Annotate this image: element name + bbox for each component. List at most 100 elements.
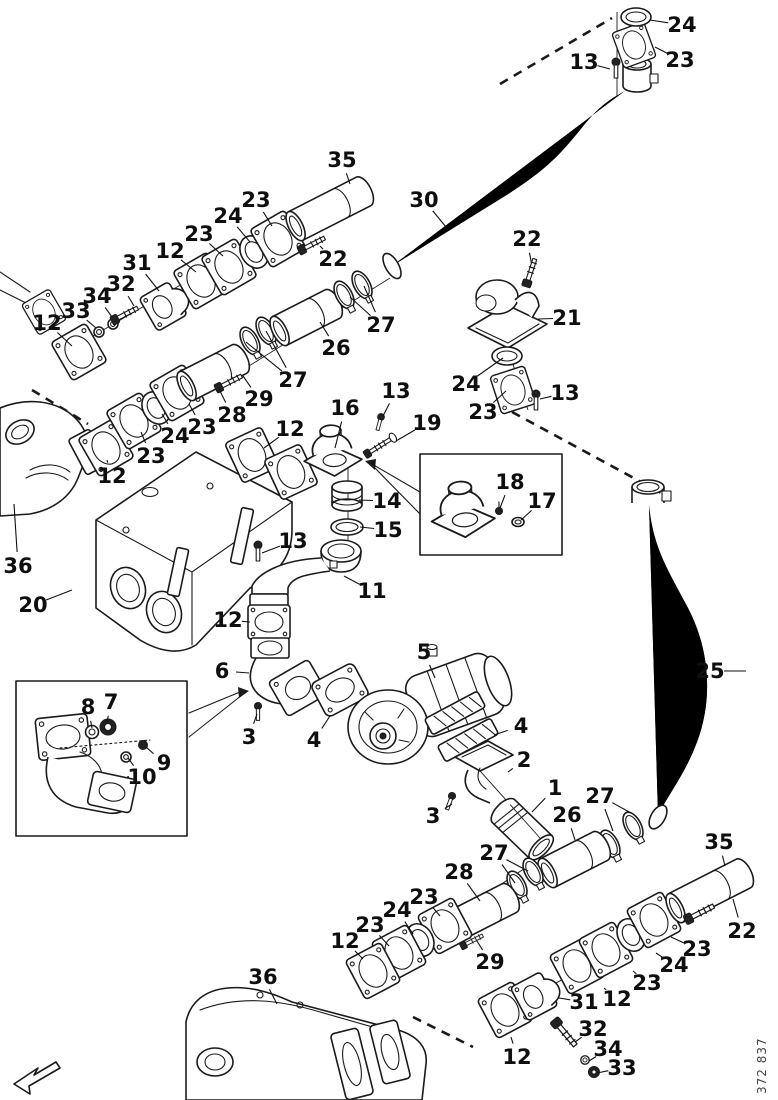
- callout-13: 13: [278, 529, 307, 553]
- callout-5: 5: [417, 640, 432, 664]
- elbow-6-art: [249, 657, 328, 717]
- leader-line: [499, 494, 506, 509]
- leader-line: [241, 620, 251, 623]
- leader-line: [106, 459, 109, 463]
- leader-line: [395, 429, 416, 442]
- callout-23: 23: [682, 937, 711, 961]
- leader-line: [558, 997, 571, 1001]
- leader-line: [670, 936, 685, 944]
- inset-a-pointer: [188, 687, 249, 738]
- leader-line: [104, 307, 113, 318]
- leader-line: [218, 388, 227, 403]
- leader-line: [127, 295, 135, 307]
- callout-9: 9: [157, 751, 172, 775]
- callout-24: 24: [160, 424, 189, 448]
- leader-line: [539, 395, 552, 400]
- callout-20: 20: [18, 593, 47, 617]
- callout-11: 11: [357, 579, 386, 603]
- leader-line: [321, 715, 331, 729]
- o-ring-15-art: [330, 518, 364, 536]
- leader-line: [537, 317, 554, 320]
- leader-line: [56, 332, 73, 347]
- callout-29: 29: [475, 950, 504, 974]
- leader-line: [378, 935, 390, 947]
- leader-line: [180, 259, 197, 273]
- leader-line: [528, 252, 532, 262]
- leader-line: [208, 243, 224, 257]
- callout-23: 23: [184, 222, 213, 246]
- leader-line: [721, 855, 726, 867]
- leader-line: [597, 65, 611, 70]
- callout-28: 28: [444, 860, 473, 884]
- leader-line: [570, 828, 576, 841]
- callout-24: 24: [213, 204, 242, 228]
- callout-31: 31: [569, 990, 598, 1014]
- leader-line: [354, 950, 364, 960]
- leader-line: [45, 589, 73, 601]
- callout-21: 21: [552, 306, 581, 330]
- leader-line: [236, 226, 251, 243]
- callout-16: 16: [330, 396, 359, 420]
- callout-27: 27: [366, 313, 395, 337]
- leader-line: [268, 989, 278, 1005]
- leader-line: [596, 1070, 609, 1074]
- callout-23: 23: [187, 415, 216, 439]
- leader-line: [531, 797, 546, 813]
- callout-24: 24: [451, 372, 480, 396]
- leader-line: [349, 296, 371, 317]
- plug-9-art: [138, 740, 148, 750]
- direction-arrow-icon: [13, 1061, 61, 1095]
- callout-3: 3: [426, 804, 441, 828]
- leader-line: [319, 245, 324, 250]
- bottom-row-b-parts: [476, 854, 759, 1078]
- pipe-30-art: [382, 7, 659, 280]
- callout-23: 23: [241, 188, 270, 212]
- leader-line: [603, 987, 607, 991]
- callout-36: 36: [248, 965, 277, 989]
- callout-24: 24: [382, 898, 411, 922]
- callout-17: 17: [527, 489, 556, 513]
- callout-12: 12: [32, 311, 61, 335]
- leader-line: [343, 575, 360, 585]
- callout-1: 1: [548, 776, 563, 800]
- leader-line: [466, 882, 481, 902]
- washer-33-art: [93, 326, 105, 338]
- leader-line: [654, 46, 668, 54]
- callout-25: 25: [695, 659, 724, 683]
- callout-34: 34: [82, 284, 111, 308]
- callout-32: 32: [106, 272, 135, 296]
- elbow-2-art: [454, 740, 514, 804]
- callout-12: 12: [155, 239, 184, 263]
- inset-b-pointer: [365, 459, 421, 515]
- callout-6: 6: [215, 659, 230, 683]
- inset-box-housing-detail: [365, 453, 563, 556]
- callout-12: 12: [330, 929, 359, 953]
- callout-15: 15: [373, 518, 402, 542]
- leader-line: [404, 921, 414, 935]
- leader-line: [106, 715, 109, 723]
- callout-10: 10: [127, 765, 156, 789]
- leader-line: [90, 720, 93, 729]
- callout-22: 22: [512, 227, 541, 251]
- plug-18-art: [495, 501, 503, 515]
- figure-number: 372 837: [755, 1037, 769, 1094]
- leader-line: [319, 321, 330, 337]
- callout-31: 31: [122, 251, 151, 275]
- outlet-housing-21-art: [467, 257, 548, 416]
- leader-line: [510, 1036, 514, 1044]
- callout-24: 24: [659, 953, 688, 977]
- leader-line: [432, 210, 447, 228]
- nut-33-art: [588, 1066, 600, 1078]
- leader-line: [235, 671, 250, 674]
- callout-27: 27: [585, 784, 614, 808]
- leader-line: [363, 285, 376, 313]
- leader-line: [732, 898, 739, 918]
- leader-line: [145, 746, 154, 755]
- callout-13: 13: [550, 381, 579, 405]
- callout-33: 33: [607, 1056, 636, 1080]
- callout-23: 23: [409, 885, 438, 909]
- callout-23: 23: [355, 913, 384, 937]
- leader-line: [242, 375, 252, 388]
